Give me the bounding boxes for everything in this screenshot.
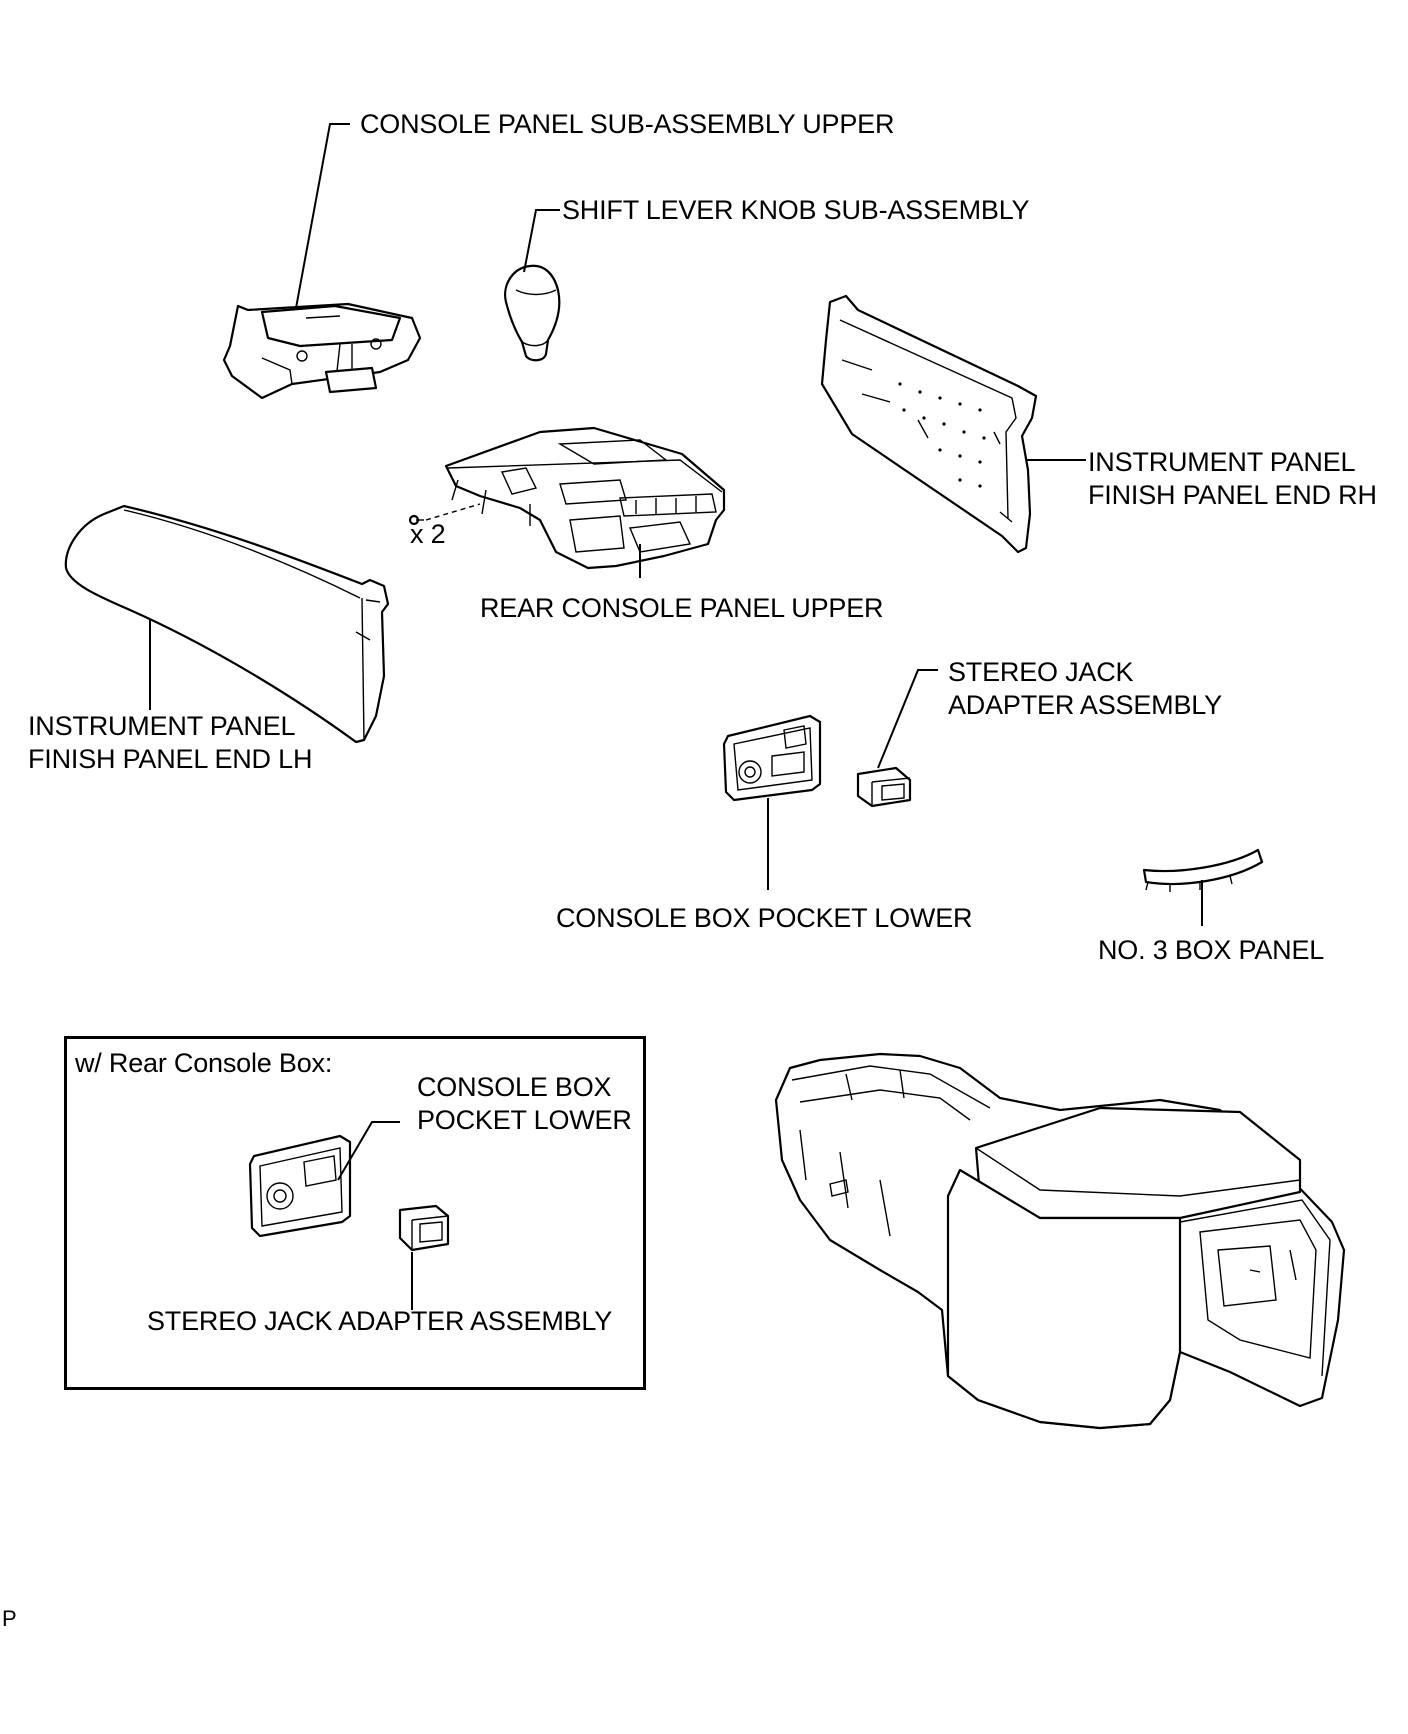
pocket-lower-part [722, 714, 822, 802]
label-finish-panel-end-lh: INSTRUMENT PANEL FINISH PANEL END LH [28, 710, 312, 776]
no3-box-panel-part [1142, 848, 1264, 892]
stereo-jack-part [856, 766, 912, 808]
label-stereo-jack: STEREO JACK ADAPTER ASSEMBLY [948, 656, 1222, 722]
leader-lines [149, 123, 1203, 1310]
inset-label-pocket-lower: CONSOLE BOX POCKET LOWER [417, 1071, 632, 1137]
inset-title: w/ Rear Console Box: [75, 1048, 333, 1078]
console-panel-upper-part [222, 302, 422, 400]
rear-console-box-inset: w/ Rear Console Box: CONSOLE BOX POCKET … [64, 1036, 646, 1390]
label-finish-panel-end-lh-line2: FINISH PANEL END LH [28, 744, 313, 774]
shift-knob-part [504, 264, 561, 362]
label-stereo-jack-line2: ADAPTER ASSEMBLY [948, 690, 1222, 720]
console-box-assembly-part [774, 1052, 1346, 1430]
inset-label-stereo-jack: STEREO JACK ADAPTER ASSEMBLY [147, 1306, 613, 1336]
label-no3-box-panel: NO. 3 BOX PANEL [1098, 935, 1325, 965]
label-pocket-lower: CONSOLE BOX POCKET LOWER [556, 903, 973, 933]
corner-mark: P [2, 1606, 17, 1631]
label-rear-console-panel-upper: REAR CONSOLE PANEL UPPER [480, 593, 884, 623]
label-finish-panel-end-rh: INSTRUMENT PANEL FINISH PANEL END RH [1088, 446, 1377, 512]
inset-stereo-jack-part [398, 1204, 450, 1252]
label-screw-quantity: x 2 [410, 519, 446, 549]
label-shift-knob: SHIFT LEVER KNOB SUB-ASSEMBLY [562, 195, 1030, 225]
label-console-panel-upper: CONSOLE PANEL SUB-ASSEMBLY UPPER [360, 109, 895, 139]
screw-part [408, 503, 481, 526]
finish-panel-end-lh-part [64, 504, 390, 744]
label-finish-panel-end-rh-line2: FINISH PANEL END RH [1088, 480, 1377, 510]
inset-pocket-lower-part [248, 1134, 352, 1238]
inset-label-pocket-lower-line2: POCKET LOWER [417, 1105, 632, 1135]
rh-panel-dot-pattern [898, 382, 986, 488]
inset-label-pocket-lower-line1: CONSOLE BOX [417, 1072, 612, 1102]
label-finish-panel-end-lh-line1: INSTRUMENT PANEL [28, 711, 296, 741]
label-finish-panel-end-rh-line1: INSTRUMENT PANEL [1088, 447, 1356, 477]
finish-panel-end-rh-part [820, 294, 1038, 554]
rear-console-panel-upper-part [444, 426, 726, 570]
label-stereo-jack-line1: STEREO JACK [948, 657, 1134, 687]
